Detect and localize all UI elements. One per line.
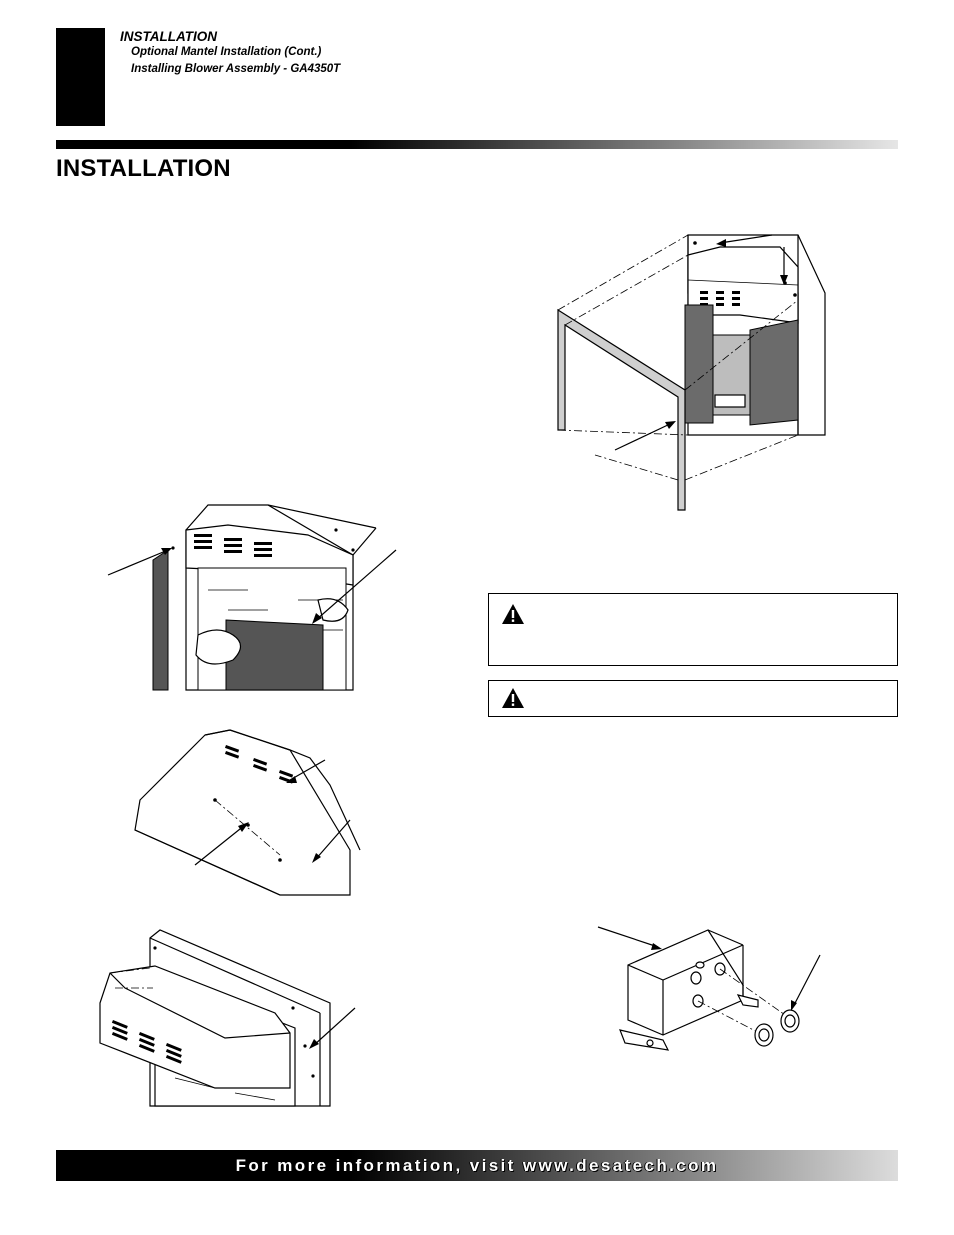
- page-title: INSTALLATION: [56, 155, 231, 182]
- footer-bar: [56, 1150, 898, 1181]
- junction-box-figure: [597, 926, 821, 1051]
- warning-box-1: [488, 593, 898, 666]
- hood-screw-figure: [107, 504, 397, 691]
- warning-icon: [502, 604, 524, 624]
- mantel-trim-figure: [557, 234, 826, 511]
- hood-install-figure: [99, 929, 356, 1107]
- header-section-label: INSTALLATION: [120, 29, 217, 44]
- header-subtopic-2: Installing Blower Assembly - GA4350T: [131, 63, 341, 75]
- footer-website-link[interactable]: For more information, visit www.desatech…: [235, 1156, 719, 1175]
- header-rule: [56, 140, 898, 149]
- warning-box-2: [488, 680, 898, 717]
- hood-bracket-figure: [134, 729, 361, 896]
- warning-icon: [502, 688, 524, 708]
- header-subtopic-1: Optional Mantel Installation (Cont.): [131, 46, 322, 58]
- section-tab-marker: [56, 28, 105, 126]
